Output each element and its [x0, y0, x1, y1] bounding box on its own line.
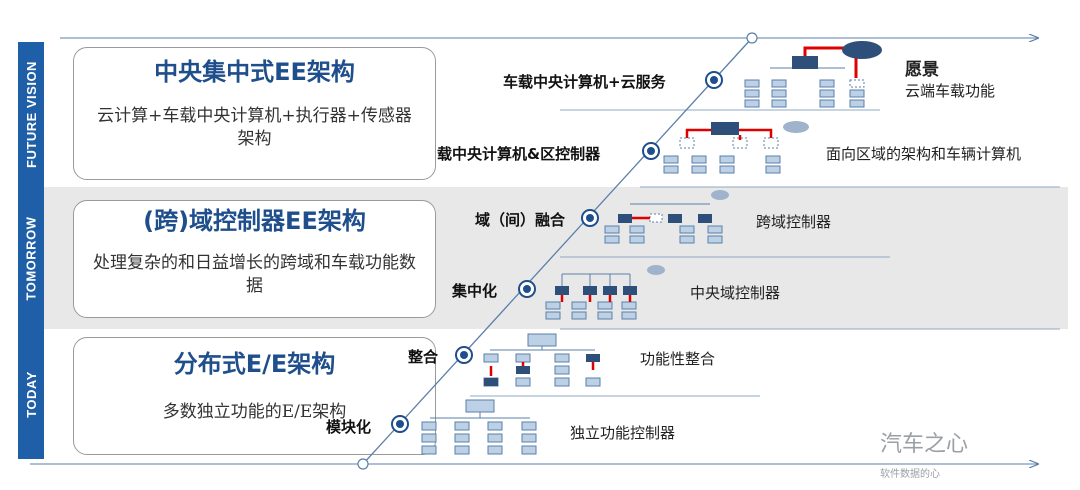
distributed-ee-subtitle: 多数独立功能的E/E架构 [162, 401, 347, 422]
central-cloud-diagram [744, 67, 865, 108]
stage-label: 车载中央计算机+云服务 [503, 73, 666, 91]
stage-label: 整合 [408, 348, 439, 366]
today-label: TODAY [18, 329, 44, 459]
vehicle-computer [711, 122, 739, 135]
tomorrow-label: TOMORROW [18, 187, 44, 329]
cross-domain-controllers [618, 214, 712, 223]
stage-desc: 跨域控制器 [756, 213, 832, 231]
stage-label: 模块化 [326, 418, 372, 436]
central-domain-links [560, 295, 632, 302]
stage-desc: 功能性整合 [640, 350, 716, 368]
central-ee-title: 中央集中式EE架构 [154, 58, 355, 86]
cross-domain-diagram [604, 203, 723, 244]
central-computer [792, 56, 818, 69]
stage-desc: 面向区域的架构和车辆计算机 [826, 145, 1022, 163]
watermark-main: 汽车之心 [880, 432, 969, 457]
integration-links [489, 362, 595, 376]
zonal-links [685, 128, 773, 140]
distributed-ee-title: 分布式E/E架构 [173, 350, 336, 378]
cloud-icon [842, 41, 882, 59]
cloud-icon [783, 121, 809, 133]
integration-diagram [483, 333, 601, 387]
independent-controllers-diagram [421, 399, 537, 455]
central-ee-subtitle: 云计算+车载中央计算机+执行器+传感器架构 [97, 105, 412, 149]
central-ee-card: 中央集中式EE架构 云计算+车载中央计算机+执行器+传感器架构 [73, 47, 436, 180]
integration-ecus [484, 354, 600, 386]
distributed-ee-card: 分布式E/E架构 多数独立功能的E/E架构 [73, 337, 436, 455]
stage-desc: 中央域控制器 [690, 284, 781, 302]
evolution-line [362, 37, 753, 465]
watermark: 汽车之心 软件数据的心 [880, 426, 968, 483]
vision-title: 愿景 [905, 60, 939, 80]
stage-node-core [396, 76, 718, 428]
end-node [746, 32, 758, 44]
stage-label: 载中央计算机&区控制器 [437, 145, 601, 163]
cloud-links [803, 46, 858, 78]
stage-desc: 独立功能控制器 [570, 424, 676, 442]
central-domain-diagram [545, 273, 637, 320]
stage-desc: 云端车载功能 [905, 82, 996, 100]
cloud-icon [711, 190, 729, 200]
cloud-icon [647, 265, 665, 275]
zonal-diagram [663, 137, 781, 174]
domain-ee-card: (跨)域控制器EE架构 处理复杂的和日益增长的跨域和车载功能数据 [73, 200, 436, 318]
future-vision-label: FUTURE VISION [18, 42, 44, 187]
domain-ee-subtitle: 处理复杂的和日益增长的跨域和车载功能数据 [93, 252, 416, 296]
watermark-sub: 软件数据的心 [880, 469, 940, 480]
stage-label: 集中化 [452, 282, 498, 300]
domain-controllers [555, 286, 637, 295]
start-node [357, 458, 369, 470]
stage-label: 域（间）融合 [475, 211, 566, 229]
domain-ee-title: (跨)域控制器EE架构 [143, 207, 366, 235]
